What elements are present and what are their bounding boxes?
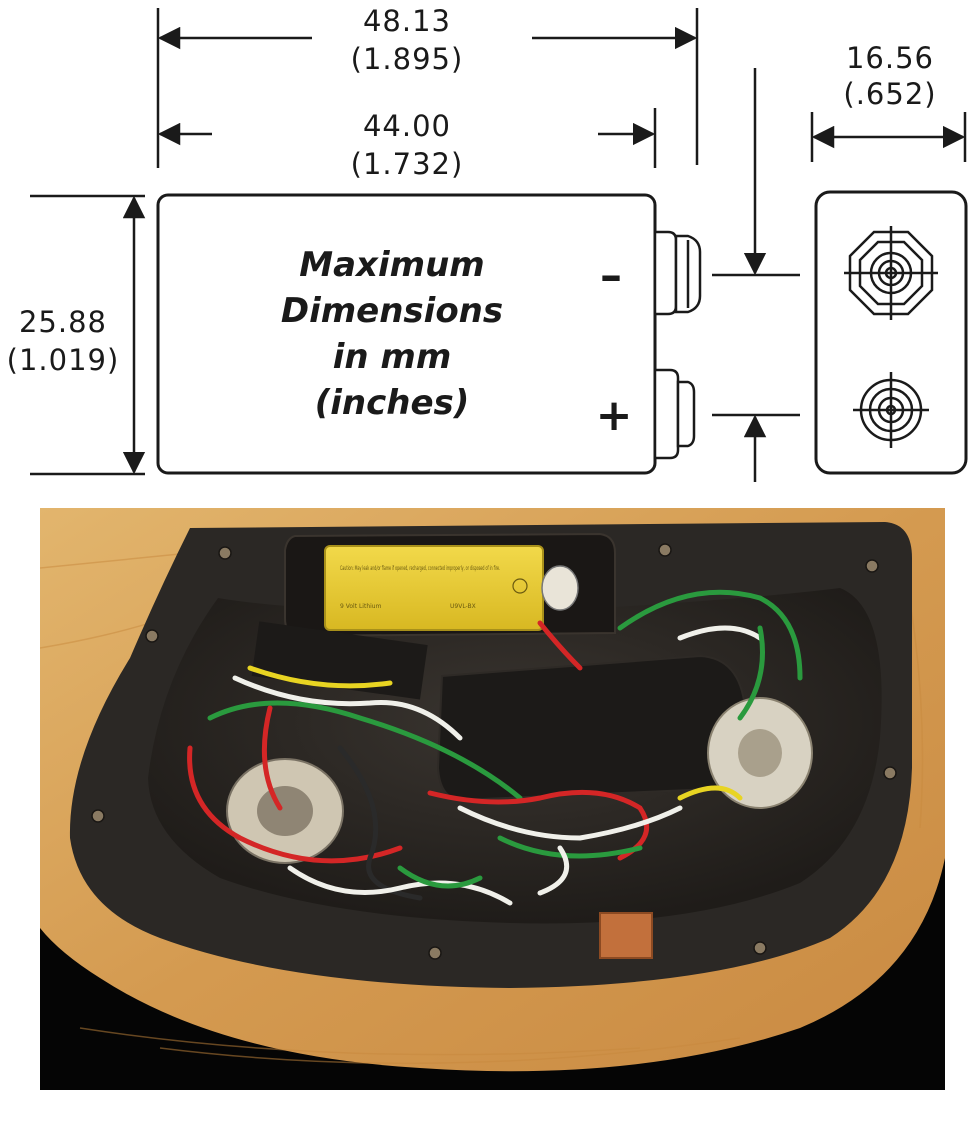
- battery-dimension-diagram: 48.13 (1.895) 44.00 (1.732) 16.56 (.652)…: [7, 4, 968, 482]
- guitar-cavity-photo: Caution: May leak and/or flame if opened…: [40, 508, 945, 1090]
- battery-code: U9VL-BX: [450, 603, 476, 610]
- negative-sign: –: [600, 250, 622, 301]
- depth-mm: 16.56: [846, 41, 934, 75]
- battery-label-line3: in mm: [333, 337, 452, 377]
- overall-length-mm: 48.13: [363, 4, 451, 38]
- preamp-module: [436, 654, 754, 802]
- depth-dimension: 16.56 (.652): [811, 41, 966, 149]
- negative-terminal-side: [653, 230, 702, 316]
- potentiometers: [226, 697, 813, 864]
- copper-shield-tab: [599, 912, 653, 959]
- positive-sign: +: [596, 390, 633, 441]
- battery-label-line1: Maximum: [299, 245, 484, 285]
- nine-volt-battery: Caution: May leak and/or flame if opened…: [324, 545, 579, 631]
- battery-front-view: Maximum Dimensions in mm (inches) – +: [156, 193, 657, 475]
- positive-terminal-side: [653, 368, 696, 460]
- negative-terminal-end-icon: [844, 226, 938, 320]
- gasket-screws: [91, 543, 897, 960]
- battery-type: 9 Volt Lithium: [340, 603, 382, 610]
- depth-in: (.652): [843, 77, 936, 111]
- battery-caption: Caution: May leak and/or flame if opened…: [340, 565, 500, 572]
- battery-label-line4: (inches): [315, 383, 470, 423]
- overall-length-dimension: 48.13 (1.895): [157, 4, 698, 76]
- overall-length-in: (1.895): [351, 42, 464, 76]
- body-length-dimension: 44.00 (1.732): [157, 109, 656, 181]
- height-in: (1.019): [7, 343, 120, 377]
- wires: [187, 589, 803, 906]
- height-dimension: 25.88 (1.019): [7, 195, 146, 475]
- battery-logo-icon: [512, 578, 528, 594]
- height-mm: 25.88: [19, 305, 107, 339]
- positive-terminal-end-icon: [853, 372, 929, 448]
- body-length-mm: 44.00: [363, 109, 451, 143]
- battery-label-line2: Dimensions: [281, 291, 503, 331]
- body-length-in: (1.732): [351, 147, 464, 181]
- battery-end-view: [814, 190, 968, 475]
